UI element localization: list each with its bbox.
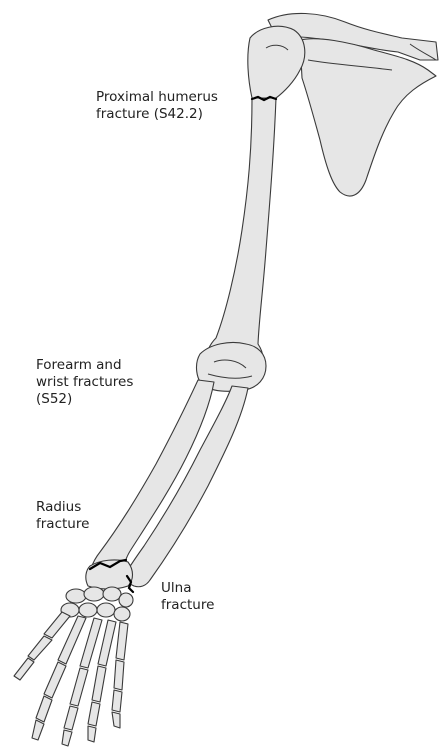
ulna-label-line2: fracture [161,597,214,614]
forearm-wrist-label-line2: wrist fractures [36,374,133,391]
little-finger-bones [112,622,128,728]
radius-label-line1: Radius [36,499,89,516]
forearm-wrist-fractures-label: Forearm and wrist fractures (S52) [36,357,133,408]
ulna-fracture-label: Ulna fracture [161,580,214,614]
radius-label-line2: fracture [36,516,89,533]
radius-fracture-label: Radius fracture [36,499,89,533]
proximal-humerus-label-line1: Proximal humerus [96,89,218,106]
ulna-label-line1: Ulna [161,580,214,597]
forearm-wrist-label-line1: Forearm and [36,357,133,374]
forearm-wrist-label-line3: (S52) [36,391,133,408]
carpal-bones [61,587,133,621]
proximal-humerus-label-line2: fracture (S42.2) [96,106,218,123]
humerus-bone [206,98,276,362]
distal-radius [86,560,133,589]
humerus-head [248,26,305,98]
proximal-humerus-fracture-label: Proximal humerus fracture (S42.2) [96,89,218,123]
